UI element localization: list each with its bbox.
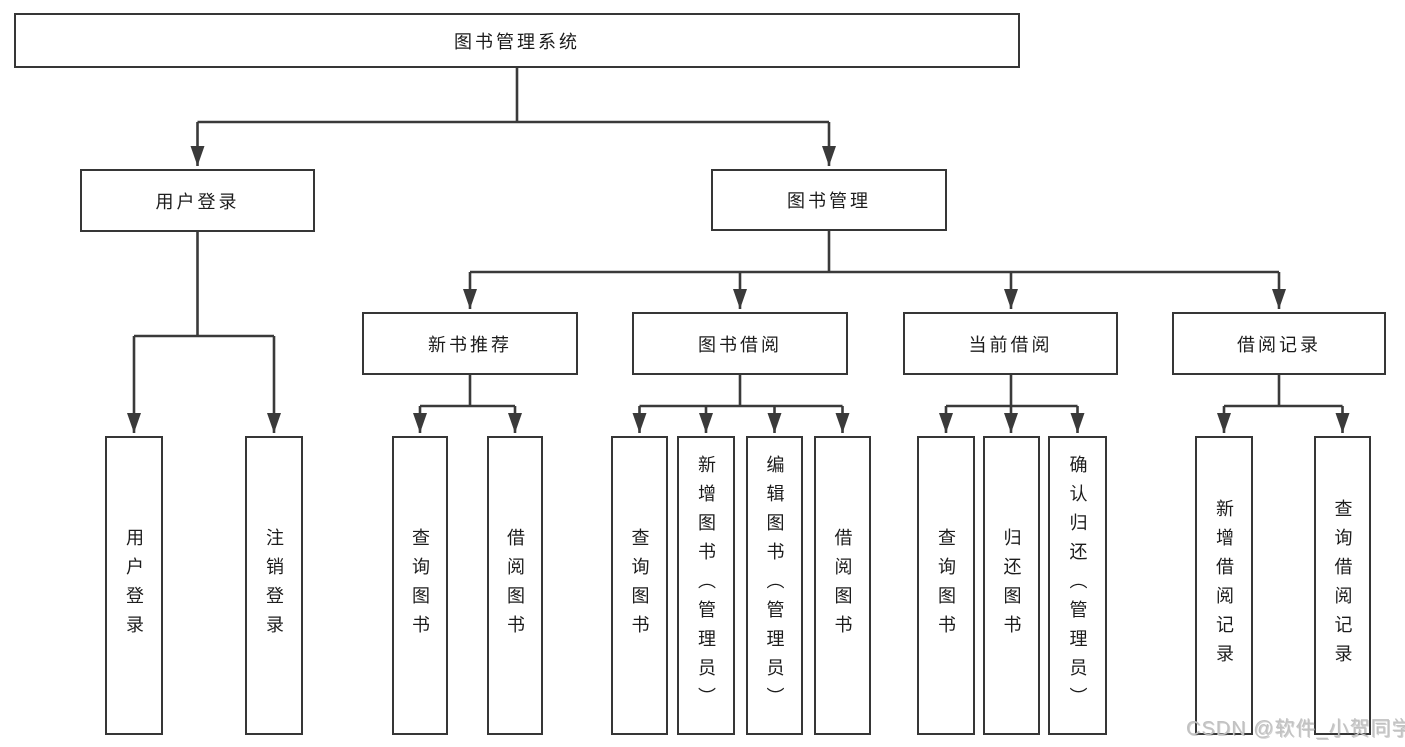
leaf-query-book-borrow: 查询图书 [611,436,668,735]
leaf-borrow-book: 借阅图书 [814,436,871,735]
node-user-login: 用户登录 [80,169,315,232]
leaf-confirm-return-admin: 确认归还（管理员） [1048,436,1107,735]
leaf-add-borrow-record: 新增借阅记录 [1195,436,1253,735]
leaf-query-book-recommend: 查询图书 [392,436,448,735]
leaf-user-login: 用户登录 [105,436,163,735]
node-user-login-label: 用户登录 [155,191,240,212]
leaf-add-borrow-record-label: 新增借阅记录 [1214,498,1234,673]
leaf-borrow-book-label: 借阅图书 [832,527,853,644]
node-library-management-system: 图书管理系统 [14,13,1020,68]
node-borrow-record: 借阅记录 [1172,312,1386,375]
node-book-borrow: 图书借阅 [632,312,848,375]
leaf-add-book-admin-label: 新增图书（管理员） [696,455,716,716]
leaf-edit-book-admin-label: 编辑图书（管理员） [764,455,785,716]
leaf-user-login-label: 用户登录 [124,527,144,644]
leaf-return-book-label: 归还图书 [1001,527,1022,644]
node-borrow-record-label: 借阅记录 [1237,334,1321,355]
node-library-management-system-label: 图书管理系统 [454,31,580,52]
node-current-borrow-label: 当前借阅 [968,334,1053,355]
leaf-edit-book-admin: 编辑图书（管理员） [746,436,803,735]
leaf-query-book-current: 查询图书 [917,436,975,735]
leaf-query-borrow-record-label: 查询借阅记录 [1332,498,1353,673]
leaf-query-book-current-label: 查询图书 [936,527,956,644]
leaf-query-borrow-record: 查询借阅记录 [1314,436,1371,735]
leaf-borrow-book-recommend: 借阅图书 [487,436,543,735]
leaf-logout-label: 注销登录 [264,527,284,644]
node-new-book-recommend-label: 新书推荐 [428,334,512,355]
leaf-confirm-return-admin-label: 确认归还（管理员） [1067,455,1088,716]
leaf-query-book-recommend-label: 查询图书 [410,527,430,644]
csdn-watermark: CSDN @软件_小贺同学 [1186,718,1405,740]
leaf-add-book-admin: 新增图书（管理员） [677,436,735,735]
node-book-management-label: 图书管理 [787,191,871,211]
leaf-logout: 注销登录 [245,436,303,735]
node-book-borrow-label: 图书借阅 [698,334,782,355]
leaf-return-book: 归还图书 [983,436,1040,735]
leaf-query-book-borrow-label: 查询图书 [629,527,650,644]
leaf-borrow-book-recommend-label: 借阅图书 [505,527,525,644]
node-book-management: 图书管理 [711,169,947,231]
node-current-borrow: 当前借阅 [903,312,1118,375]
node-new-book-recommend: 新书推荐 [362,312,578,375]
